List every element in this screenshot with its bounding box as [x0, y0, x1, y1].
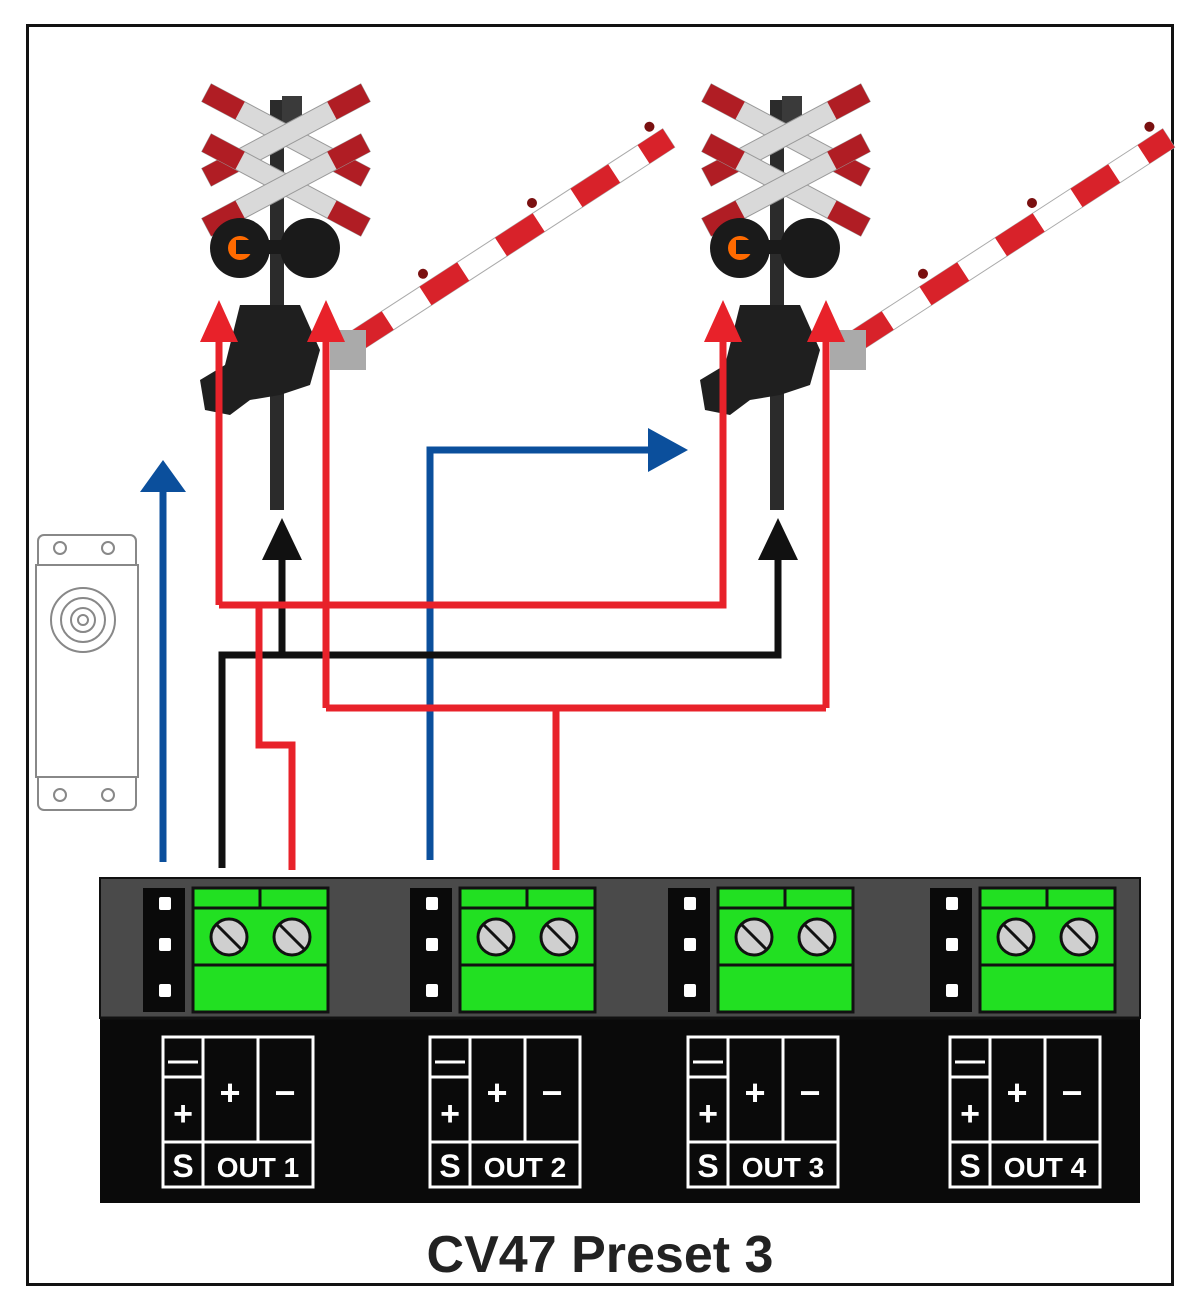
header-pin: [946, 897, 958, 910]
out-plus-label: +: [1006, 1072, 1027, 1113]
wires: [140, 300, 845, 870]
out-minus-label: −: [799, 1072, 820, 1113]
crossing-signal-icon-right: [700, 83, 871, 510]
output-label: OUT 1: [217, 1152, 299, 1183]
crossing-signal-icon-left: [200, 83, 371, 510]
servo-minus-label: —: [955, 1044, 985, 1077]
servo-minus-label: —: [168, 1044, 198, 1077]
servo-minus-label: —: [435, 1044, 465, 1077]
servo-minus-label: —: [693, 1044, 723, 1077]
servo-icon: [35, 534, 139, 811]
out-minus-label: −: [274, 1072, 295, 1113]
servo-plus-label: +: [440, 1095, 460, 1133]
out-plus-label: +: [219, 1072, 240, 1113]
caption: CV47 Preset 3: [426, 1226, 774, 1284]
diagram-frame: [26, 24, 1174, 1286]
out-minus-label: −: [541, 1072, 562, 1113]
arrowhead-black-left: [262, 518, 302, 560]
arrowhead-red-2b: [807, 300, 845, 342]
out-plus-label: +: [744, 1072, 765, 1113]
header-pin: [159, 938, 171, 951]
pinout-label-box: [948, 1035, 1102, 1189]
wire-red-2: [322, 340, 830, 870]
pinout-label-box: [161, 1035, 315, 1189]
header-pin: [946, 984, 958, 997]
servo-signal-label: S: [172, 1148, 193, 1184]
servo-plus-label: +: [173, 1095, 193, 1133]
servo-signal-label: S: [697, 1148, 718, 1184]
output-label: OUT 2: [484, 1152, 566, 1183]
barrier-arm-icon-left: [330, 121, 676, 370]
arrowhead-blue-2: [648, 428, 688, 472]
barrier-arm-icon-right: [830, 121, 1176, 370]
wire-blue-2: [426, 446, 650, 860]
header-pin: [684, 897, 696, 910]
out-plus-label: +: [486, 1072, 507, 1113]
header-pin: [159, 984, 171, 997]
servo-plus-label: +: [960, 1095, 980, 1133]
pinout-label-box: [686, 1035, 840, 1189]
arrowhead-red-1b: [704, 300, 742, 342]
header-pin: [426, 984, 438, 997]
wire-red-1: [215, 340, 727, 870]
header-pin: [159, 897, 171, 910]
out-minus-label: −: [1061, 1072, 1082, 1113]
arrowhead-red-2a: [307, 300, 345, 342]
header-pin: [946, 938, 958, 951]
arrowhead-black-right: [758, 518, 798, 560]
servo-plus-label: +: [698, 1095, 718, 1133]
header-pin: [426, 938, 438, 951]
output-label: OUT 4: [1004, 1152, 1087, 1183]
header-pin: [426, 897, 438, 910]
servo-signal-label: S: [439, 1148, 460, 1184]
output-label: OUT 3: [742, 1152, 824, 1183]
servo-signal-label: S: [959, 1148, 980, 1184]
pinout-label-box: [428, 1035, 582, 1189]
arrowhead-blue-1: [140, 460, 186, 492]
header-pin: [684, 984, 696, 997]
header-pin: [684, 938, 696, 951]
arrowhead-red-1a: [200, 300, 238, 342]
